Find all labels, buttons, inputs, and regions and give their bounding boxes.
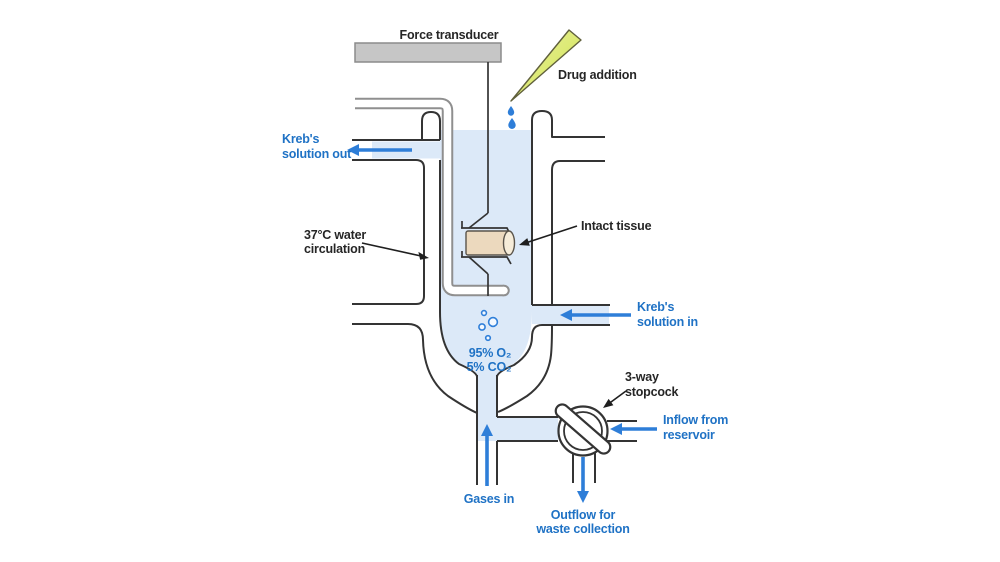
force-transducer-label: Force transducer [400, 28, 499, 42]
tissue-end-cap [502, 230, 516, 256]
drug-addition-label: Drug addition [558, 68, 637, 82]
tissue-assembly [461, 212, 516, 296]
drug-pipette-icon [510, 29, 582, 102]
left-outer-wall [352, 159, 425, 305]
right-outer-bottom [497, 324, 553, 413]
tissue-holder-tube [355, 97, 510, 297]
upper-hook-diagonal [468, 212, 489, 229]
krebs-in-arrow [560, 309, 631, 321]
stopcock-handle [554, 403, 612, 455]
force-transducer-assembly [354, 42, 502, 213]
force-transducer-body [354, 42, 502, 63]
three-way-stopcock [554, 403, 612, 457]
gas-bubbles [478, 309, 499, 342]
left-inner-wall [439, 160, 478, 378]
inflow-label-line1: Inflow from [663, 413, 728, 427]
krebs-in-label-line1: Kreb's [637, 300, 674, 314]
outflow-label-line1: Outflow for [551, 508, 616, 522]
left-wall-finger [421, 111, 441, 140]
krebs-in-label-line2: solution in [637, 315, 698, 329]
stopcock-label-line2: stopcock [625, 385, 679, 399]
krebs-out-label-line1: Kreb's [282, 132, 319, 146]
stopcock-label-line1: 3-way [625, 370, 659, 384]
left-outer-bottom [352, 323, 478, 414]
gas-mixture-label-line2: 5% CO₂ [467, 360, 512, 374]
outflow-label-line2: waste collection [535, 522, 629, 536]
outflow-arrow [577, 457, 589, 503]
right-inner-bottom [496, 324, 610, 378]
lower-hook-diagonal [468, 256, 489, 275]
right-inner-wall [531, 110, 605, 305]
gases-in-label: Gases in [464, 492, 515, 506]
drug-droplets-icon [507, 106, 516, 129]
lower-clamp-bar [461, 256, 512, 265]
right-outer-wall [551, 160, 605, 305]
water-circulation-leader [361, 242, 429, 260]
gases-in-arrow [481, 424, 493, 486]
stopcock-leader [603, 390, 627, 408]
intact-tissue-cylinder [465, 230, 510, 256]
inflow-label-line2: reservoir [663, 428, 715, 442]
krebs-out-arrow [347, 144, 412, 156]
glass-vessel [352, 110, 637, 485]
intact-tissue-label: Intact tissue [581, 219, 652, 233]
water-circulation-label-line2: circulation [304, 242, 365, 256]
inflow-arrow [610, 423, 657, 435]
water-circulation-label-line1: 37°C water [304, 228, 366, 242]
krebs-out-label-line2: solution out [282, 147, 352, 161]
intact-tissue-leader [519, 225, 578, 246]
gas-mixture-label-line1: 95% O₂ [469, 346, 512, 360]
